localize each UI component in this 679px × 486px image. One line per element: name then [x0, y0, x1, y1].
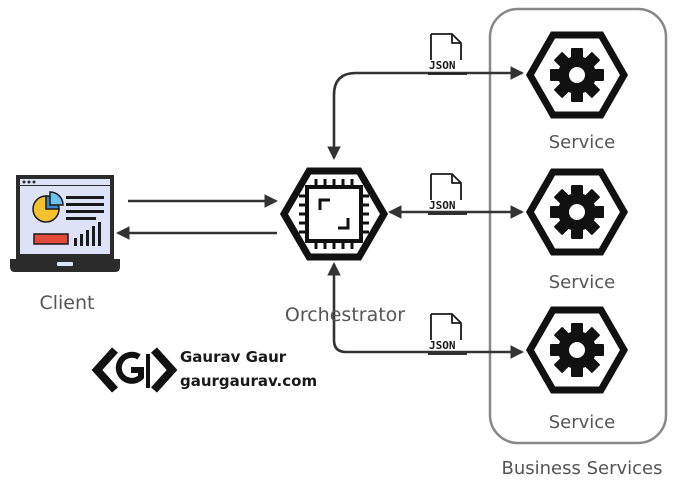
- svg-text:JSON: JSON: [429, 339, 456, 352]
- brand-site: gaurgaurav.com: [180, 372, 317, 390]
- service-2: Service: [530, 172, 624, 293]
- service-3: Service: [530, 310, 624, 433]
- json-file-icon: JSON: [427, 173, 468, 215]
- service-1: Service: [530, 35, 624, 153]
- laptop-dashboard-icon: [10, 175, 120, 272]
- service-label: Service: [549, 412, 616, 433]
- brand-name: Gaurav Gaur: [180, 348, 287, 366]
- service-label: Service: [549, 272, 616, 293]
- json-file-icon: JSON: [427, 313, 468, 355]
- hexagon-gear-icon: [530, 172, 624, 252]
- client-label: Client: [39, 292, 94, 314]
- orchestrator-label: Orchestrator: [285, 304, 405, 326]
- service-label: Service: [549, 132, 616, 153]
- hexagon-cpu-icon: [279, 167, 389, 261]
- service-3-connector: [327, 261, 525, 359]
- business-services-label: Business Services: [502, 458, 663, 479]
- connectors: [115, 66, 525, 359]
- gi-logo-icon: [91, 347, 178, 393]
- hexagon-gear-icon: [530, 310, 624, 390]
- svg-text:JSON: JSON: [429, 199, 456, 212]
- json-file-icon: JSON: [427, 33, 468, 75]
- business-services-container: [488, 7, 668, 445]
- hexagon-gear-icon: [530, 35, 624, 115]
- svg-text:JSON: JSON: [429, 59, 456, 72]
- service-1-connector: [327, 66, 525, 161]
